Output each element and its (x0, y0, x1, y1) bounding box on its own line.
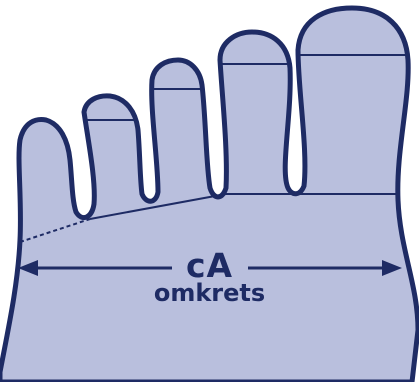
measurement-label: omkrets (0, 278, 419, 308)
